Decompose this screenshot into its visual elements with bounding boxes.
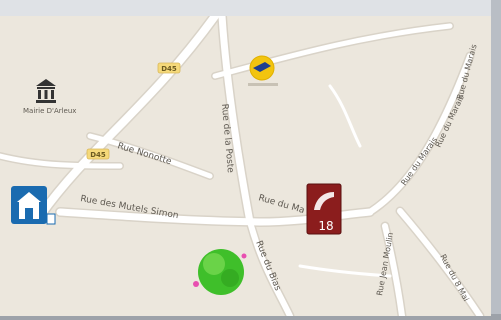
street-map[interactable]: D45 D45 Rue Nonotte Rue des Mutels Simon…: [0, 16, 491, 316]
frame-top-edge: [0, 0, 501, 16]
town-hall-icon[interactable]: [36, 79, 56, 103]
street-label-rue-du-bias: Rue du Bias: [253, 239, 282, 292]
street-label-rue-du-8-mai: Rue du 8 Mai: [438, 253, 470, 303]
road-badge-label: D45: [161, 65, 177, 73]
fire-station-number: 18: [318, 219, 333, 233]
street-label-rue-du-marais-upper: Rue du Marais: [455, 43, 478, 100]
frame-bottom-edge: [0, 314, 501, 320]
street-label-rue-nonotte: Rue Nonotte: [116, 141, 173, 167]
mairie-label: Mairie D'Arleux: [23, 107, 76, 115]
road-badge-d45-upper: D45: [157, 62, 181, 74]
road-badge-d45-lower: D45: [86, 148, 110, 160]
fire-phone-icon[interactable]: 18: [306, 183, 342, 235]
street-label-rue-du-marais-lower: Rue du Marais: [399, 135, 439, 187]
map-canvas: D45 D45 Rue Nonotte Rue des Mutels Simon…: [0, 16, 485, 316]
street-label-rue-du-ma: Rue du Ma: [257, 193, 305, 216]
road-badge-label: D45: [90, 151, 106, 159]
information-building-icon[interactable]: [11, 186, 56, 225]
frame-right-edge: [491, 0, 501, 320]
la-poste-icon[interactable]: [248, 55, 278, 86]
green-space-icon[interactable]: [193, 249, 247, 295]
